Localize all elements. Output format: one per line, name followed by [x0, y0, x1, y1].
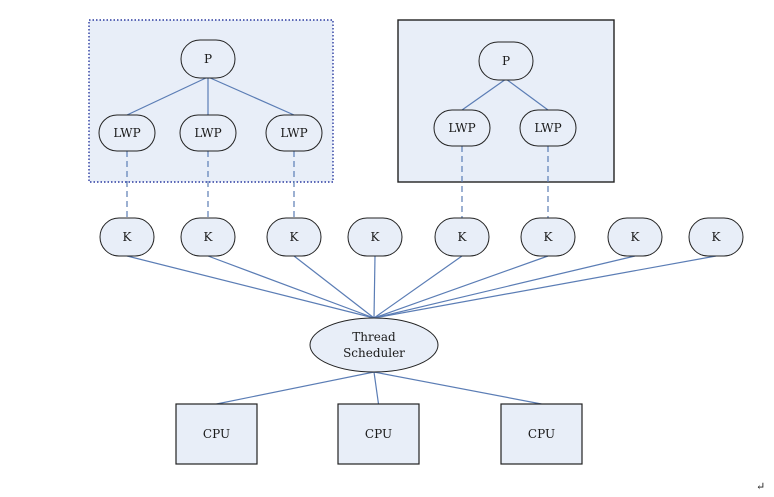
kernel-thread-7-label: K	[631, 230, 641, 244]
kernel-thread-5-label: K	[458, 230, 468, 244]
kernel-thread-4-label: K	[371, 230, 381, 244]
scheduler-to-cpu-3	[373, 371, 542, 405]
lwp-node-2-1	[433, 109, 491, 147]
lwp-node-2-2-label: LWP	[534, 121, 561, 135]
process-node-1	[180, 39, 236, 79]
kernel-thread-3-label: K	[290, 230, 300, 244]
k-7-to-scheduler	[373, 255, 636, 319]
kernel-thread-1	[99, 217, 155, 257]
scheduler-to-cpu-1	[216, 371, 375, 405]
kernel-thread-8-label: K	[712, 230, 722, 244]
kernel-thread-3	[266, 217, 322, 257]
process-node-1-label: P	[204, 52, 212, 66]
p1-to-lwp-3	[207, 76, 295, 116]
process-node-2	[478, 41, 534, 81]
k-5-to-scheduler	[373, 255, 463, 319]
cpu-1-label: CPU	[203, 427, 230, 441]
lwp-node-1-3	[265, 114, 323, 152]
k-6-to-scheduler	[373, 255, 549, 319]
p1-to-lwp-1	[126, 76, 209, 116]
cpu-1	[175, 403, 258, 465]
kernel-thread-2-label: K	[204, 230, 214, 244]
cpu-2	[337, 403, 420, 465]
lwp-node-1-2-label: LWP	[194, 126, 221, 140]
thread-scheduler	[309, 317, 439, 373]
kernel-thread-6-label: K	[544, 230, 554, 244]
p2-to-lwp-2	[505, 78, 549, 111]
cpu-3-label: CPU	[528, 427, 555, 441]
k-8-to-scheduler	[373, 255, 717, 319]
kernel-thread-7	[607, 217, 663, 257]
kernel-thread-8	[688, 217, 744, 257]
lwp-node-2-1-label: LWP	[448, 121, 475, 135]
nodes: P LWP LWP LWP P LWP LWP K K K K K K K K ThreadScheduler…	[98, 39, 744, 465]
k-4-to-scheduler	[373, 255, 376, 319]
thread-scheduler-label-line1: Thread	[352, 330, 396, 344]
lwp-node-1-3-label: LWP	[280, 126, 307, 140]
k-3-to-scheduler	[293, 255, 375, 319]
p2-to-lwp-1	[461, 78, 507, 111]
connections	[126, 76, 717, 405]
cpu-3	[500, 403, 583, 465]
lwp-node-1-1	[98, 114, 156, 152]
lwp-node-1-2	[179, 114, 237, 152]
kernel-thread-6	[520, 217, 576, 257]
corner-mark: ↵	[756, 480, 765, 493]
lwp-node-1-1-label: LWP	[113, 126, 140, 140]
kernel-thread-4	[347, 217, 403, 257]
kernel-thread-5	[434, 217, 490, 257]
k-2-to-scheduler	[207, 255, 375, 319]
kernel-thread-2	[180, 217, 236, 257]
scheduler-to-cpu-2	[373, 371, 380, 405]
cpu-2-label: CPU	[365, 427, 392, 441]
kernel-thread-1-label: K	[123, 230, 133, 244]
process-node-2-label: P	[502, 54, 510, 68]
k-1-to-scheduler	[126, 255, 375, 319]
lwp-node-2-2	[519, 109, 577, 147]
thread-scheduler-label-line2: Scheduler	[343, 346, 405, 360]
